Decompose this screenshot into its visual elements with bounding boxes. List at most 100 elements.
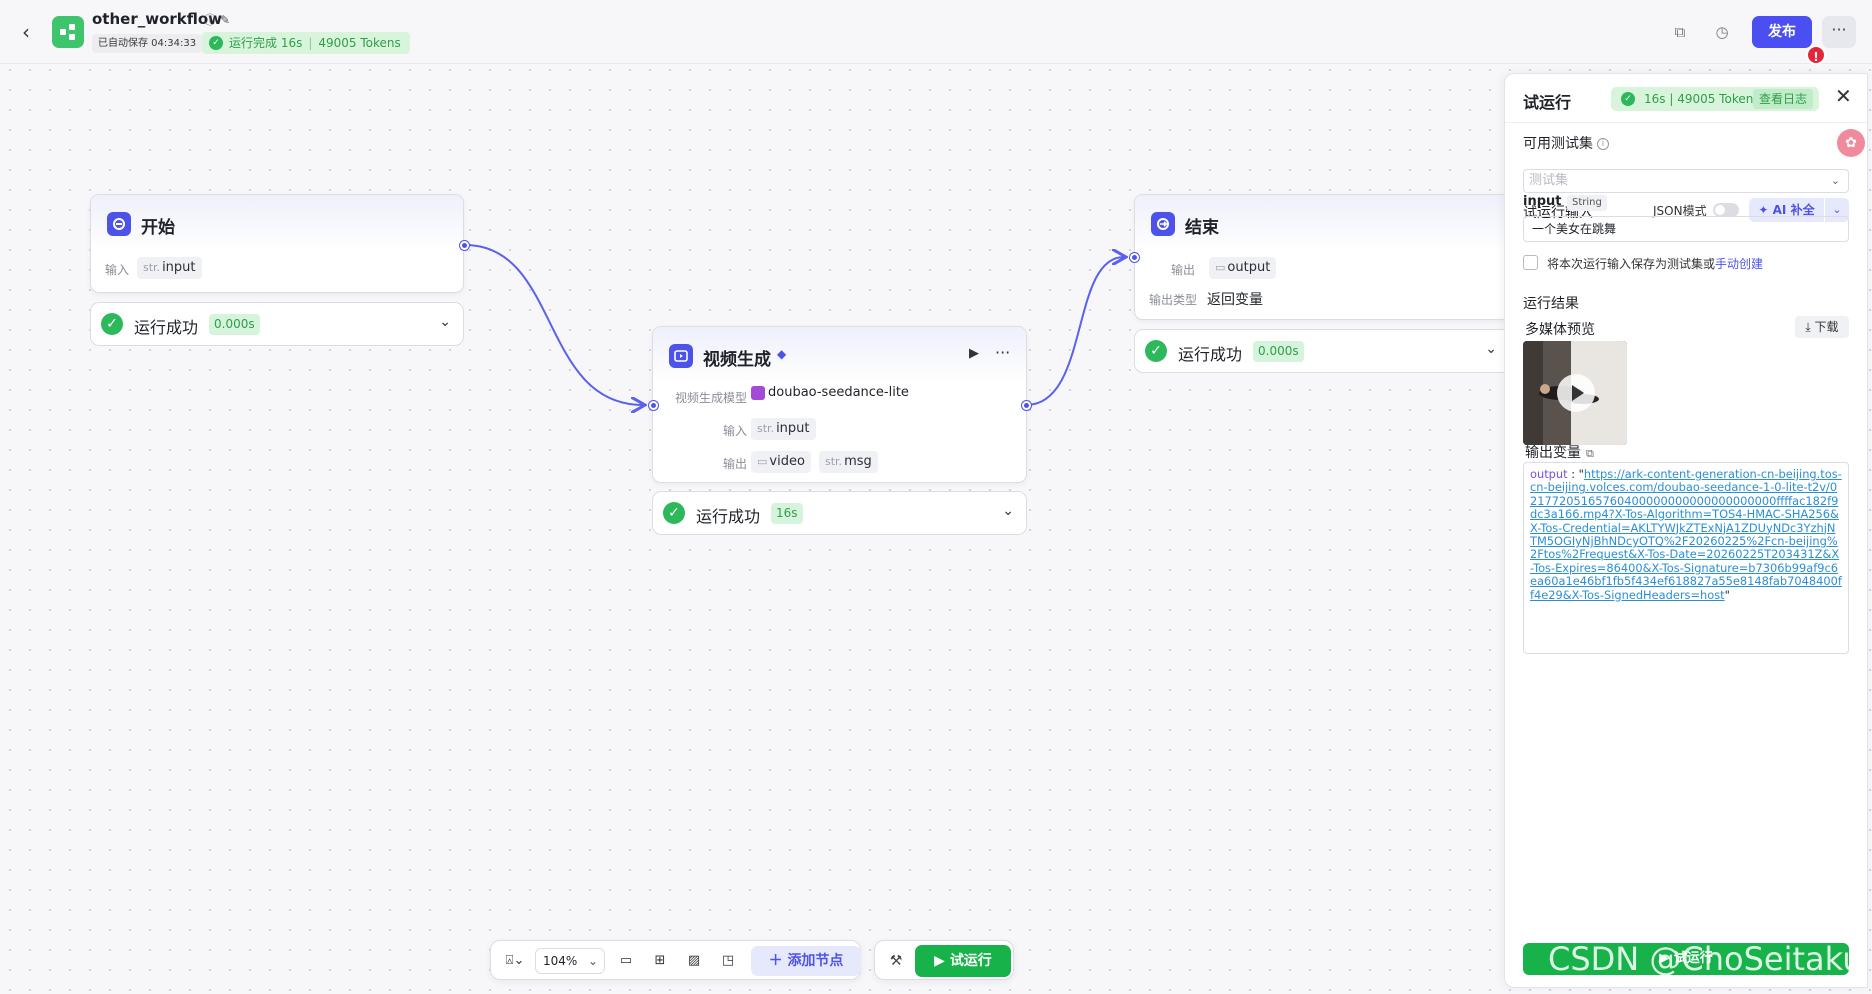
- video-output-port[interactable]: [1022, 401, 1031, 410]
- video-status-bar[interactable]: ✓ 运行成功 16s ⌄: [652, 491, 1027, 535]
- run-status-text: 运行完成 16s: [229, 36, 303, 50]
- copy-icon[interactable]: ⧉: [1674, 23, 1686, 41]
- history-clock-icon[interactable]: ◷: [1715, 23, 1729, 41]
- manual-create-link[interactable]: 手动创建: [1715, 257, 1764, 271]
- end-output-type-label: 输出类型: [1148, 293, 1197, 307]
- end-node-title: 结束: [1185, 218, 1219, 238]
- end-input-port[interactable]: [1130, 253, 1139, 262]
- check-circle-icon: ✓: [209, 36, 223, 50]
- run-status-badge[interactable]: ✓ 运行完成 16s | 49005 Tokens: [202, 32, 410, 54]
- publish-button[interactable]: 发布: [1752, 16, 1812, 48]
- end-status-bar[interactable]: ✓ 运行成功 0.000s ⌄: [1134, 329, 1510, 373]
- close-icon[interactable]: ✕: [1835, 84, 1852, 108]
- csdn-watermark: CSDN @ChoSeitaku: [1548, 940, 1863, 978]
- chevron-down-icon[interactable]: ⌄: [1485, 341, 1497, 357]
- alert-badge[interactable]: !: [1806, 45, 1826, 65]
- save-testset-text: 将本次运行输入保存为测试集或手动创建: [1547, 257, 1764, 271]
- grid-layout-icon[interactable]: ⊞: [654, 953, 666, 968]
- output-json-box[interactable]: output : "https://ark-content-generation…: [1523, 462, 1849, 654]
- view-log-button[interactable]: 查看日志: [1753, 89, 1814, 109]
- start-input-label: 输入: [104, 263, 129, 277]
- avatar[interactable]: ✿: [1837, 129, 1865, 157]
- json-mode-toggle[interactable]: [1713, 203, 1739, 217]
- play-icon[interactable]: [1557, 374, 1595, 412]
- save-testset-checkbox[interactable]: [1523, 255, 1538, 270]
- more-menu-button[interactable]: ···: [1822, 16, 1856, 48]
- copy-icon[interactable]: ⧉: [1586, 447, 1594, 460]
- image-icon[interactable]: ▨: [687, 953, 701, 968]
- folder-icon: ▭: [1215, 261, 1226, 274]
- mouse-mode-icon[interactable]: ⍓⌄: [505, 953, 525, 968]
- start-node[interactable]: 开始 输入 str.input: [90, 194, 464, 293]
- video-thumbnail[interactable]: [1523, 341, 1627, 445]
- check-circle-icon: ✓: [1621, 92, 1635, 106]
- back-arrow-icon[interactable]: ‹: [22, 20, 30, 44]
- chevron-down-icon[interactable]: ⌄: [439, 314, 451, 330]
- output-var-label: 输出变量⧉: [1525, 445, 1594, 461]
- start-input-tag: str.input: [137, 257, 202, 279]
- zoom-select[interactable]: 104%⌄: [535, 948, 605, 974]
- download-button[interactable]: ⤓ 下载: [1795, 316, 1849, 338]
- play-icon[interactable]: ▶: [969, 346, 979, 361]
- more-dots-icon[interactable]: ···: [995, 343, 1011, 362]
- video-status-text: 运行成功: [696, 507, 761, 526]
- run-toolbar: ⚒ ▶ 试运行: [874, 940, 1014, 980]
- model-logo-icon: [751, 385, 765, 400]
- end-node[interactable]: 结束 输出 ▭output 输出类型 返回变量: [1134, 194, 1510, 320]
- add-node-button[interactable]: ＋ 添加节点: [751, 946, 861, 976]
- end-status-text: 运行成功: [1178, 345, 1243, 364]
- info-icon[interactable]: ⓘ: [204, 13, 221, 27]
- folder-icon: ▭: [757, 455, 768, 468]
- wrench-icon[interactable]: ⚒: [889, 953, 903, 969]
- input-field-name: input: [1523, 194, 1562, 209]
- chevron-down-icon: ⌄: [1830, 174, 1840, 187]
- start-output-port[interactable]: [460, 241, 469, 250]
- video-output-msg-tag: str.msg: [819, 451, 878, 473]
- input-type-tag: String: [1567, 195, 1607, 211]
- edge-video-to-end: [1025, 257, 1124, 406]
- output-url-link[interactable]: https://ark-content-generation-cn-beijin…: [1530, 467, 1842, 602]
- test-run-button[interactable]: ▶ 试运行: [915, 945, 1011, 977]
- video-input-port[interactable]: [649, 401, 658, 410]
- start-status-text: 运行成功: [134, 318, 199, 337]
- top-header: ‹ other_workflow ⓘ✎ 已自动保存 04:34:33 ✓ 运行完…: [0, 0, 1872, 65]
- success-check-icon: ✓: [1145, 340, 1167, 362]
- video-node-title: 视频生成: [703, 350, 771, 370]
- result-label: 运行结果: [1523, 296, 1579, 312]
- video-model-label: 视频生成模型: [674, 391, 747, 405]
- video-model-name: doubao-seedance-lite: [768, 385, 909, 400]
- start-status-bar[interactable]: ✓ 运行成功 0.000s ⌄: [90, 302, 464, 346]
- start-node-title: 开始: [141, 218, 175, 238]
- panel-run-badge: ✓ 16s | 49005 Tokens 查看日志: [1611, 87, 1819, 111]
- minimap-icon[interactable]: ◳: [721, 953, 735, 968]
- workflow-title: other_workflow: [92, 10, 223, 28]
- canvas-toolbar: ⍓⌄ 104%⌄ ▭ ⊞ ▨ ◳ ＋ 添加节点: [490, 940, 861, 980]
- testset-select[interactable]: 测试集⌄: [1523, 169, 1849, 193]
- chevron-down-icon[interactable]: ⌄: [1002, 503, 1014, 519]
- input-value-field[interactable]: 一个美女在跳舞: [1523, 216, 1849, 242]
- success-check-icon: ✓: [663, 502, 685, 524]
- panel-badge-text: 16s | 49005 Tokens: [1644, 92, 1760, 106]
- end-output-type-value: 返回变量: [1207, 292, 1263, 308]
- edit-icon[interactable]: ✎: [220, 13, 235, 27]
- comment-icon[interactable]: ▭: [619, 953, 633, 968]
- info-icon: i: [1597, 138, 1609, 150]
- video-input-tag: str.input: [751, 418, 816, 440]
- panel-title: 试运行: [1523, 93, 1572, 112]
- video-output-label: 输出: [722, 457, 747, 471]
- end-output-label: 输出: [1170, 263, 1195, 277]
- start-status-time: 0.000s: [209, 314, 260, 335]
- video-node-icon: [669, 344, 693, 368]
- end-status-time: 0.000s: [1253, 341, 1304, 362]
- json-mode-label: JSON模式: [1653, 204, 1707, 218]
- video-node[interactable]: 视频生成 ◆ ▶ ··· 视频生成模型 doubao-seedance-lite…: [652, 326, 1027, 483]
- start-node-icon: [107, 212, 131, 236]
- panel-test-run-button[interactable]: ▶ 试运行: [1523, 943, 1849, 975]
- ai-fill-button[interactable]: ✦ AI 补全: [1749, 198, 1824, 222]
- video-output-video-tag: ▭video: [751, 451, 811, 473]
- edge-start-to-video: [464, 244, 643, 405]
- run-tokens-text: 49005 Tokens: [318, 36, 401, 50]
